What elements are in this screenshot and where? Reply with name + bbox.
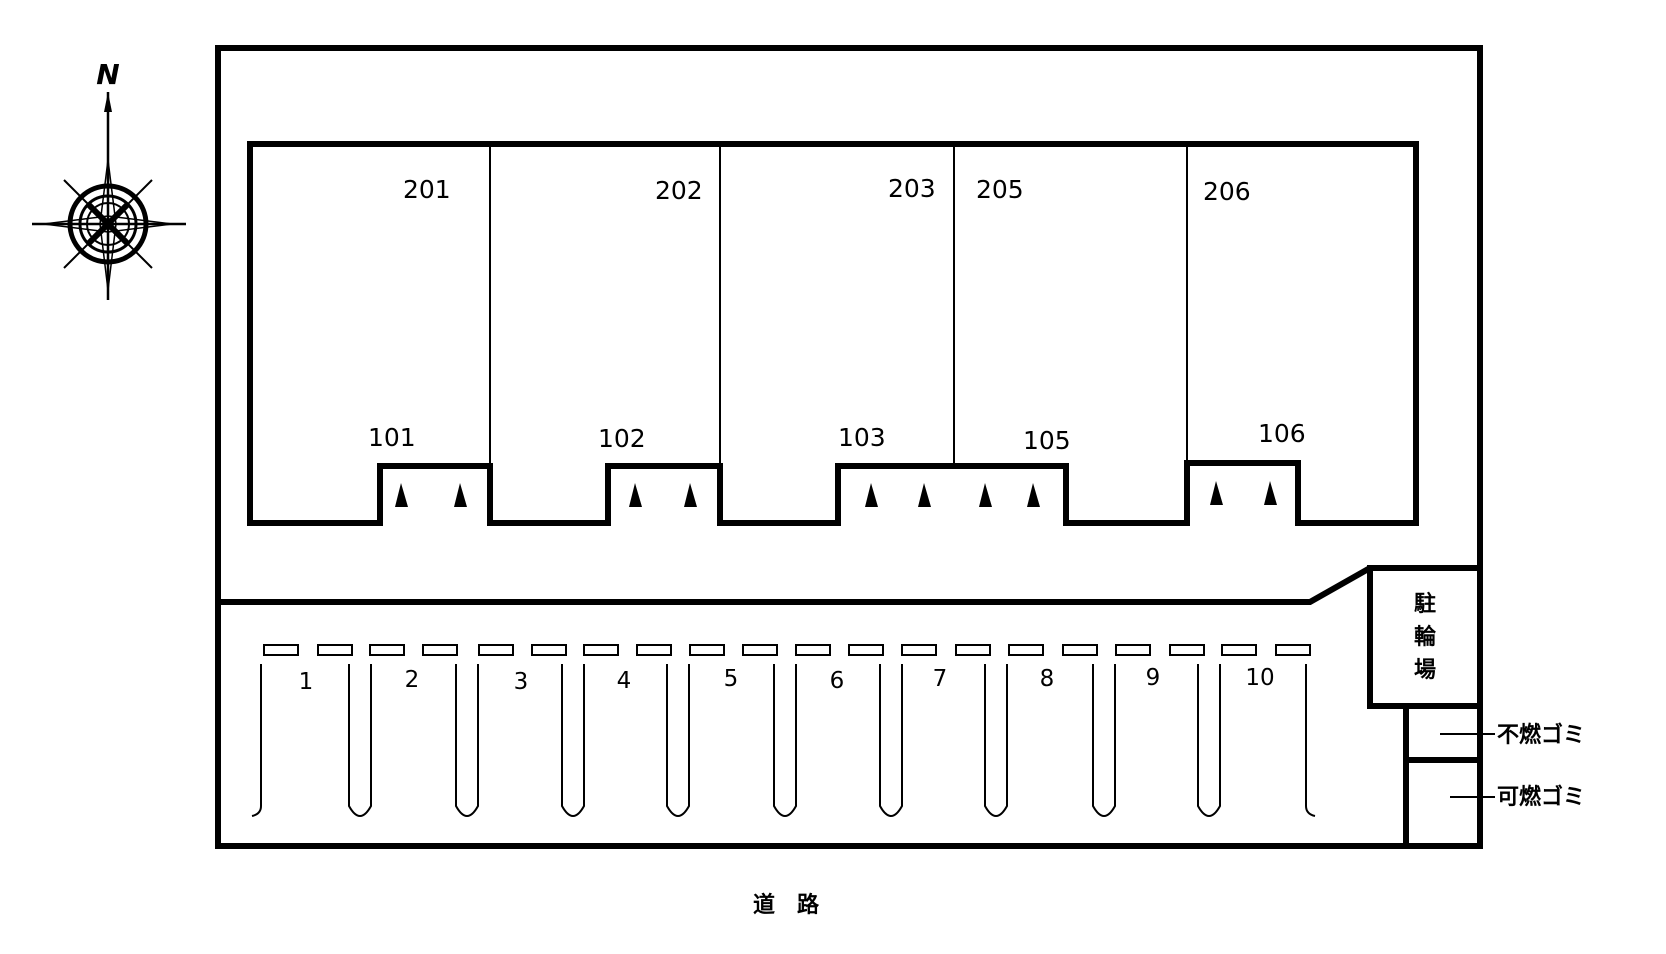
unit-label-105: 105 — [1023, 426, 1071, 455]
parking-divider — [1092, 664, 1116, 817]
parking-divider — [773, 664, 797, 817]
parking-number-7: 7 — [933, 666, 948, 692]
unit-label-202: 202 — [655, 176, 703, 205]
wheel-stop — [636, 644, 672, 656]
entrance-marker-icon — [1264, 481, 1277, 505]
north-label: N — [96, 58, 119, 91]
entrance-marker-icon — [865, 483, 878, 507]
parking-divider — [561, 664, 585, 817]
compass-icon: N — [32, 58, 186, 300]
road-label: 道 路 — [753, 892, 820, 918]
building-outline — [247, 141, 1419, 526]
entrance-marker-icon — [454, 483, 467, 507]
entrance-marker-icon — [1210, 481, 1223, 505]
parking-number-2: 2 — [405, 667, 420, 693]
entrance-marker-icon — [629, 483, 642, 507]
parking-number-4: 4 — [617, 668, 632, 694]
entrance-marker-icon — [684, 483, 697, 507]
wheel-stop — [848, 644, 884, 656]
wheel-stop — [955, 644, 991, 656]
parking-number-5: 5 — [724, 666, 739, 692]
parking-divider — [455, 664, 479, 817]
wheel-stop — [263, 644, 299, 656]
wheel-stop — [317, 644, 353, 656]
wheel-stop — [1115, 644, 1151, 656]
unit-label-201: 201 — [403, 175, 451, 204]
unit-label-102: 102 — [598, 424, 646, 453]
site-boundary — [215, 45, 1483, 849]
parking-boundary — [218, 565, 1372, 605]
parking-space-dividers — [251, 664, 1316, 817]
bicycle-parking-box — [1367, 565, 1483, 709]
wheel-stop — [689, 644, 725, 656]
wheel-stops — [263, 644, 1311, 656]
entrance-marker-icon — [918, 483, 931, 507]
bicycle-parking-char-3: 場 — [1414, 658, 1436, 683]
wheel-stop — [1008, 644, 1044, 656]
entrance-marker-icon — [979, 483, 992, 507]
unit-label-205: 205 — [976, 175, 1024, 204]
unit-label-206: 206 — [1203, 177, 1251, 206]
parking-divider — [666, 664, 690, 817]
entrance-marker-icon — [395, 483, 408, 507]
parking-divider — [984, 664, 1008, 817]
wheel-stop — [901, 644, 937, 656]
wheel-stop — [583, 644, 619, 656]
wheel-stop — [478, 644, 514, 656]
wheel-stop — [531, 644, 567, 656]
parking-number-8: 8 — [1040, 666, 1055, 692]
parking-divider — [879, 664, 903, 817]
parking-divider — [251, 664, 262, 817]
wheel-stop — [1275, 644, 1311, 656]
wheel-stop — [795, 644, 831, 656]
unit-label-103: 103 — [838, 423, 886, 452]
parking-divider — [1197, 664, 1221, 817]
garbage-label-burnable: 可燃ゴミ — [1497, 784, 1585, 810]
bicycle-parking-char-2: 輪 — [1414, 624, 1437, 650]
wheel-stop — [422, 644, 458, 656]
parking-divider — [1305, 664, 1316, 817]
unit-label-101: 101 — [368, 423, 416, 452]
parking-number-9: 9 — [1146, 665, 1161, 691]
garbage-label-non-burnable: 不燃ゴミ — [1497, 722, 1585, 748]
bicycle-parking-char-1: 駐 — [1414, 591, 1436, 617]
unit-label-106: 106 — [1258, 419, 1306, 448]
wheel-stop — [369, 644, 405, 656]
wheel-stop — [742, 644, 778, 656]
unit-label-203: 203 — [888, 174, 936, 203]
wheel-stop — [1062, 644, 1098, 656]
parking-divider — [348, 664, 372, 817]
parking-number-1: 1 — [299, 669, 314, 695]
parking-number-6: 6 — [830, 668, 845, 694]
entrance-marker-icon — [1027, 483, 1040, 507]
wheel-stop — [1221, 644, 1257, 656]
wheel-stop — [1169, 644, 1205, 656]
parking-number-10: 10 — [1245, 665, 1274, 691]
entrance-markers — [395, 481, 1277, 507]
garbage-area-outline — [1403, 706, 1480, 846]
parking-number-3: 3 — [514, 669, 529, 695]
